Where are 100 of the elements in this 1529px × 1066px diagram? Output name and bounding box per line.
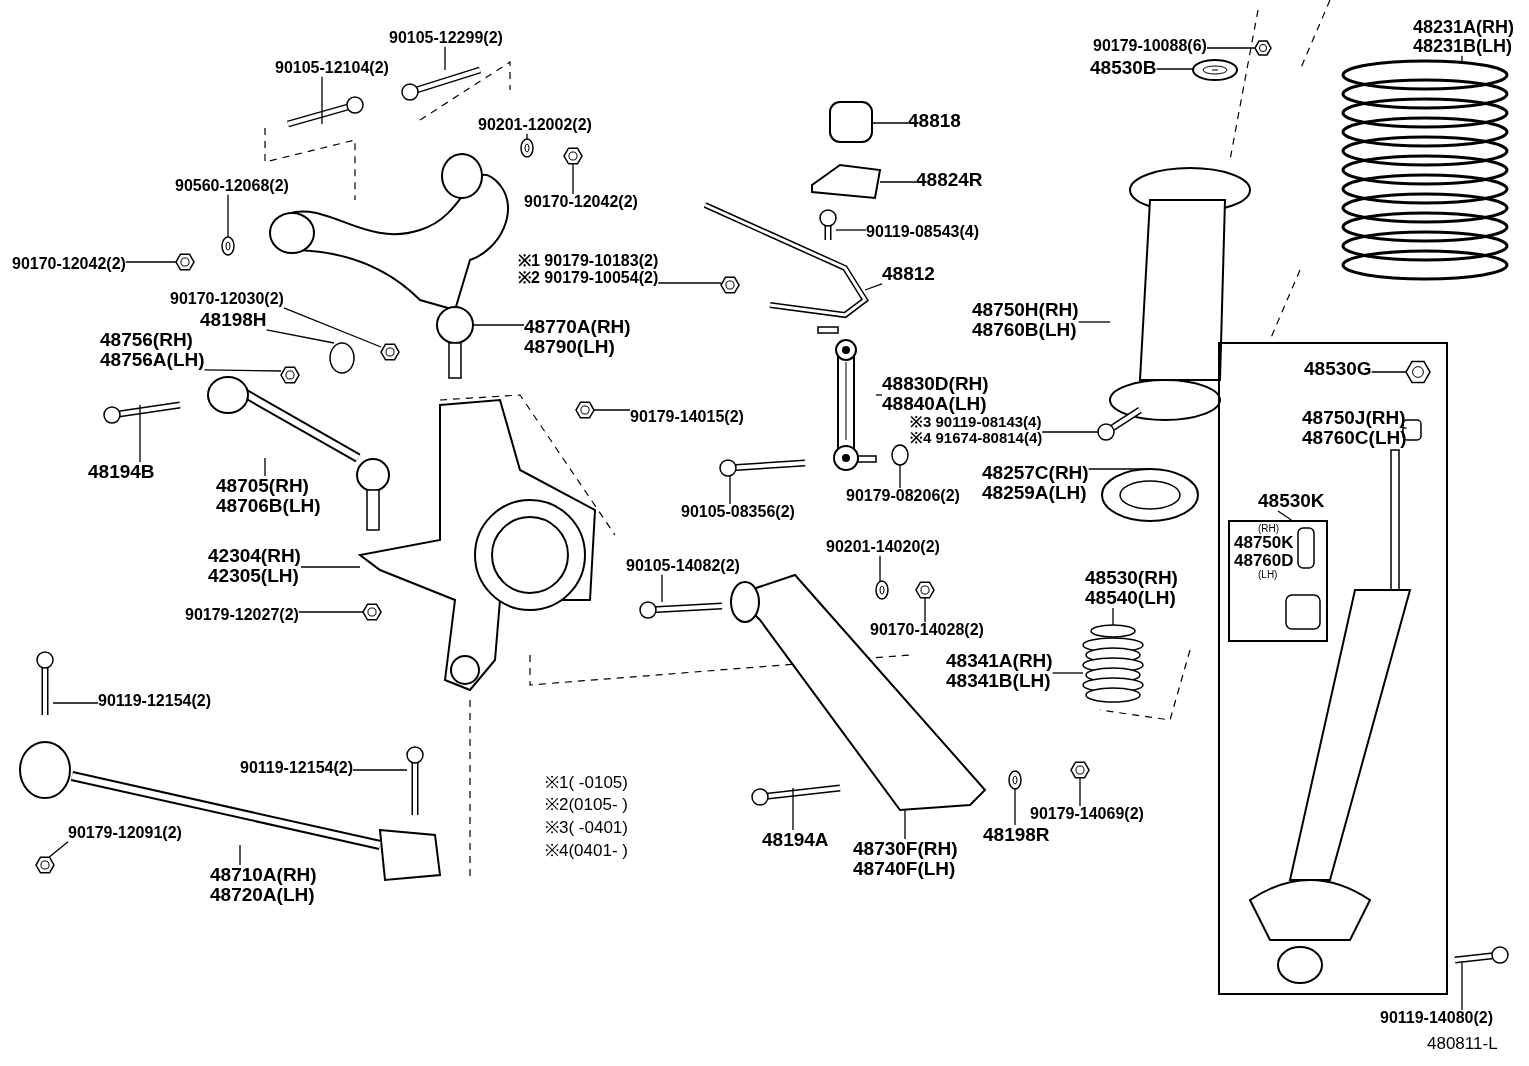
part-number: 90170-12030(2) — [170, 291, 284, 308]
leader-line — [879, 181, 917, 183]
nut-drawing — [563, 147, 583, 165]
bracket-drawing — [811, 163, 882, 200]
coil-spring-drawing — [1341, 59, 1509, 281]
part-number: 48756(RH) — [100, 330, 193, 350]
leader-line — [444, 46, 446, 71]
kit-frame — [1218, 342, 1448, 995]
nut-drawing — [380, 343, 400, 361]
leader-line — [593, 409, 631, 411]
leader-line — [1052, 672, 1084, 674]
nut-drawing — [1070, 761, 1090, 779]
part-number: 48750H(RH) — [972, 300, 1079, 320]
leader-line — [125, 261, 177, 263]
bump-stop-cap-drawing — [1090, 624, 1136, 638]
leader-line — [265, 329, 335, 344]
leader-line — [52, 702, 99, 704]
footnote-range: ※2(0105- ) — [545, 796, 628, 813]
part-number: 90170-12042(2) — [524, 194, 638, 211]
leader-line — [1041, 431, 1099, 433]
part-number: 90201-14020(2) — [826, 539, 940, 556]
leader-line — [321, 76, 323, 125]
part-number: 90179-10088(6) — [1093, 38, 1207, 55]
bolt-drawing — [36, 651, 54, 715]
leader-line — [875, 394, 883, 396]
leader-line — [264, 457, 266, 477]
leader-line — [1155, 68, 1194, 70]
bolt-drawing — [287, 96, 364, 128]
part-number: 48790(LH) — [524, 336, 615, 357]
part-number: 48194B — [88, 462, 155, 482]
nut-drawing — [575, 401, 595, 419]
washer-drawing — [875, 580, 889, 600]
side-note: (LH) — [1257, 569, 1278, 580]
leader-line — [899, 464, 901, 489]
bolt-drawing — [1454, 946, 1509, 964]
tie-rod-drawing — [207, 376, 361, 463]
part-number: 48341B(LH) — [946, 670, 1051, 691]
part-number: 90119-08543(4) — [866, 224, 979, 241]
knuckle-drawing — [357, 398, 597, 692]
bump-stop-drawing — [1082, 637, 1144, 703]
leader-line — [139, 404, 141, 463]
leader-line — [526, 133, 528, 140]
drawing-number: 480811-L — [1427, 1035, 1498, 1052]
leader-line — [904, 809, 906, 840]
part-number: 90179-12027(2) — [185, 607, 299, 624]
washer-drawing — [520, 138, 534, 158]
leader-line — [1206, 47, 1256, 49]
leader-line — [835, 229, 867, 231]
nut-drawing — [175, 253, 195, 271]
bolt-drawing — [103, 401, 181, 424]
part-number: 48818 — [908, 111, 961, 131]
part-number: 48830D(RH) — [882, 374, 989, 394]
part-number: 90179-08206(2) — [846, 488, 960, 505]
part-number: 48194A — [762, 830, 829, 850]
footnote-range: ※4(0401- ) — [545, 842, 628, 859]
part-number: 48198R — [983, 825, 1050, 845]
side-note: (RH) — [1257, 524, 1280, 534]
bolt-drawing — [639, 601, 723, 619]
part-number: 48257C(RH) — [982, 463, 1089, 483]
part-number: 48710A(RH) — [210, 865, 317, 885]
ball-joint-drawing — [436, 306, 474, 379]
part-number: 48720A(LH) — [210, 884, 315, 905]
leader-line — [1014, 788, 1016, 826]
leader-line — [227, 194, 229, 238]
spring-seat-drawing — [1101, 468, 1199, 522]
leader-line — [298, 611, 364, 613]
part-number: 48530B — [1090, 58, 1157, 78]
leader-line — [283, 307, 382, 348]
part-number: 48750J(RH) — [1302, 408, 1406, 428]
part-number: 90179-14069(2) — [1030, 806, 1144, 823]
nut-drawing — [891, 444, 909, 466]
part-number: ※4 91674-80814(4) — [910, 429, 1043, 446]
leader-line — [300, 566, 361, 568]
ring-drawing — [1192, 59, 1238, 81]
part-number: 90105-14082(2) — [626, 558, 740, 575]
part-number: 90105-08356(2) — [681, 504, 795, 521]
part-number: ※3 90119-08143(4) — [910, 414, 1042, 430]
stabilizer-link-drawing — [817, 326, 877, 471]
leader-line — [472, 324, 525, 326]
part-number: 90105-12104(2) — [275, 60, 389, 77]
leader-line — [871, 122, 909, 124]
leader-line — [729, 475, 731, 505]
leader-line — [1461, 962, 1463, 1011]
part-number: ※1 90179-10183(2) — [518, 253, 659, 270]
part-number: 48231A(RH) — [1413, 18, 1515, 37]
bolt-drawing — [751, 784, 841, 806]
bolt-drawing — [819, 209, 837, 240]
part-number: 48530(RH) — [1085, 568, 1178, 588]
part-number: 48530G — [1304, 359, 1372, 379]
part-number: 48740F(LH) — [853, 858, 956, 879]
leader-line — [879, 555, 881, 582]
part-number: 42304(RH) — [208, 546, 301, 566]
part-number: 48760B(LH) — [972, 319, 1077, 340]
leader-line — [1371, 371, 1407, 373]
leader-line — [661, 574, 663, 603]
leader-line — [1277, 510, 1292, 521]
leader-line — [203, 369, 282, 372]
nut-drawing — [1254, 40, 1272, 56]
bolt-drawing — [1097, 407, 1142, 441]
part-number: 48750K — [1234, 534, 1294, 552]
